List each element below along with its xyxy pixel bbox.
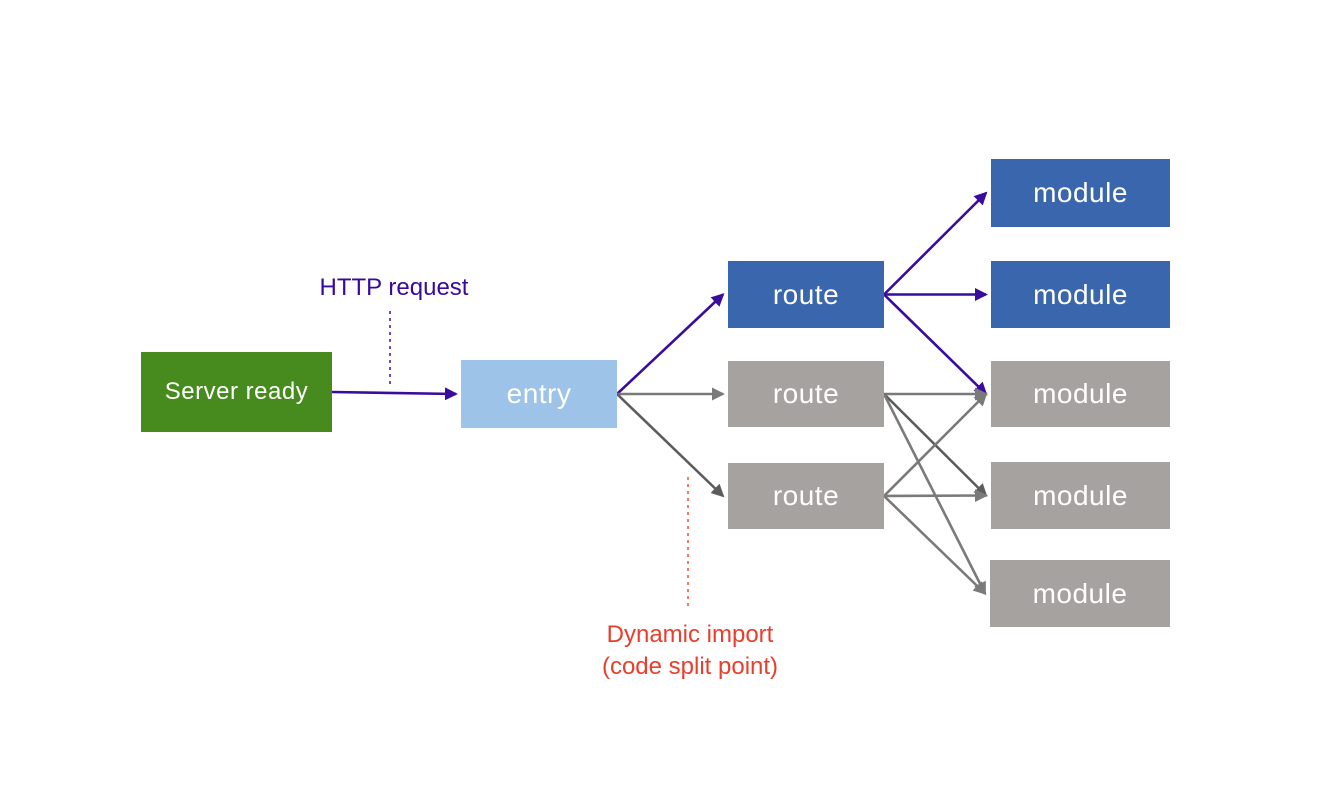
node-entry: entry — [461, 360, 617, 428]
http-request-label: HTTP request — [319, 274, 469, 301]
node-module1: module — [991, 159, 1170, 227]
edge-server-to-entry — [331, 387, 458, 401]
edge-route1-to-module1 — [883, 191, 988, 296]
dynamic-import-line2: (code split point) — [601, 653, 779, 680]
edge-route2-to-module5 — [882, 393, 987, 596]
node-module2: module — [991, 261, 1170, 328]
edge-route3-to-module3 — [883, 392, 988, 497]
edge-entry-to-route1 — [616, 293, 725, 395]
node-server: Server ready — [141, 352, 332, 432]
node-module4: module — [991, 462, 1170, 529]
edge-entry-to-route3 — [616, 393, 725, 498]
edge-route1-to-module3 — [883, 293, 988, 396]
edge-route3-to-module4 — [883, 489, 988, 503]
node-route3: route — [728, 463, 884, 529]
node-module3: module — [991, 361, 1170, 427]
node-module5: module — [990, 560, 1170, 627]
edge-route3-to-module5 — [883, 495, 987, 595]
node-route1: route — [728, 261, 884, 328]
dynamic-import-label: Dynamic import (code split point) — [563, 619, 817, 683]
node-route2: route — [728, 361, 884, 427]
dynamic-import-line1: Dynamic import — [606, 621, 774, 648]
